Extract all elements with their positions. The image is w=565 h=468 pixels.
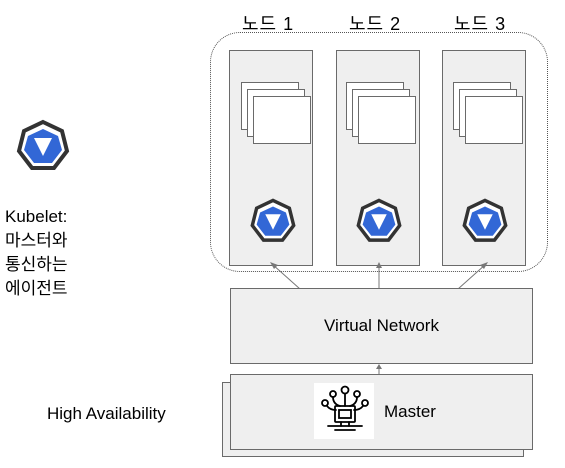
arrowhead-node-1 — [270, 262, 278, 269]
kubelet-desc-line2: 통신하는 — [5, 255, 68, 274]
node-box-2 — [336, 50, 420, 266]
kubelet-desc-line3: 에이전트 — [5, 279, 68, 298]
virtual-network-box — [230, 288, 533, 364]
node-box-1 — [229, 50, 313, 266]
kubelet-icon — [462, 198, 508, 242]
arrow-to-node-1 — [271, 263, 301, 290]
pod-card-front — [358, 96, 416, 144]
kubelet-desc-line1: 마스터와 — [5, 231, 68, 250]
control-plane-icon — [321, 385, 369, 431]
pod-card-front — [253, 96, 311, 144]
high-availability-label: High Availability — [47, 404, 166, 423]
arrowhead-node-3 — [480, 262, 488, 269]
arrowhead-network — [376, 364, 382, 369]
arrow-to-node-3 — [457, 263, 487, 290]
node-label-3: 노드 3 — [454, 14, 507, 34]
node-label-2: 노드 2 — [349, 14, 402, 34]
master-label: Master — [384, 402, 436, 421]
arrowhead-node-2 — [376, 262, 382, 268]
kubelet-icon — [356, 198, 402, 242]
node-label-1: 노드 1 — [242, 14, 295, 34]
kubelet-icon — [250, 198, 296, 242]
kubelet-title: Kubelet: — [5, 207, 68, 226]
kubelet-legend-icon — [16, 119, 70, 170]
virtual-network-label: Virtual Network — [324, 316, 439, 335]
pod-card-front — [465, 96, 523, 144]
node-box-3 — [442, 50, 526, 266]
master-box — [230, 374, 533, 450]
